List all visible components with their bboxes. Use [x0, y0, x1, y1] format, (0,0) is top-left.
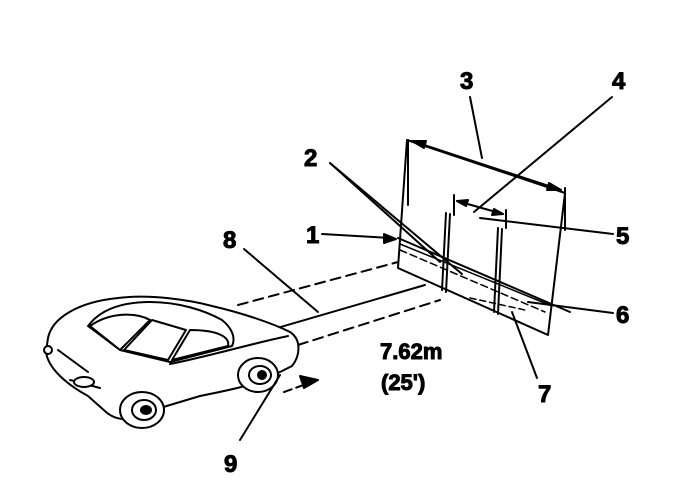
leader-5: [479, 217, 614, 235]
leader-9: [239, 374, 281, 441]
callout-1: 1: [306, 222, 319, 249]
callout-3: 3: [460, 68, 473, 95]
distance-metric-label: 7.62m: [380, 339, 442, 364]
callout-6: 6: [616, 302, 629, 329]
screen-vertical-line-right: [493, 227, 499, 313]
leader-3: [469, 96, 483, 159]
leader-8: [243, 248, 319, 313]
callout-4: 4: [612, 68, 626, 95]
screen-dashed-line: [399, 249, 546, 313]
aiming-screen: [397, 139, 571, 336]
leader-2b: [329, 162, 463, 275]
leader-1: [321, 233, 391, 239]
distance-imperial-label: (25'): [381, 370, 425, 395]
direction-arrow: [283, 375, 319, 393]
callout-5: 5: [616, 223, 629, 250]
callout-8: 8: [223, 227, 236, 254]
car-illustration: [43, 295, 300, 429]
beam-lower-dashed: [297, 299, 441, 346]
leader-lines: [239, 96, 614, 441]
callout-9: 9: [224, 451, 237, 478]
callout-7: 7: [538, 381, 551, 408]
leader-7: [511, 311, 538, 379]
leader-6: [527, 301, 614, 314]
leader-4: [473, 96, 613, 213]
screen-vertical-line-left: [441, 212, 447, 291]
dimension-screen-width: [407, 139, 566, 231]
beam-upper-dashed: [237, 261, 399, 306]
callout-2: 2: [304, 145, 317, 172]
